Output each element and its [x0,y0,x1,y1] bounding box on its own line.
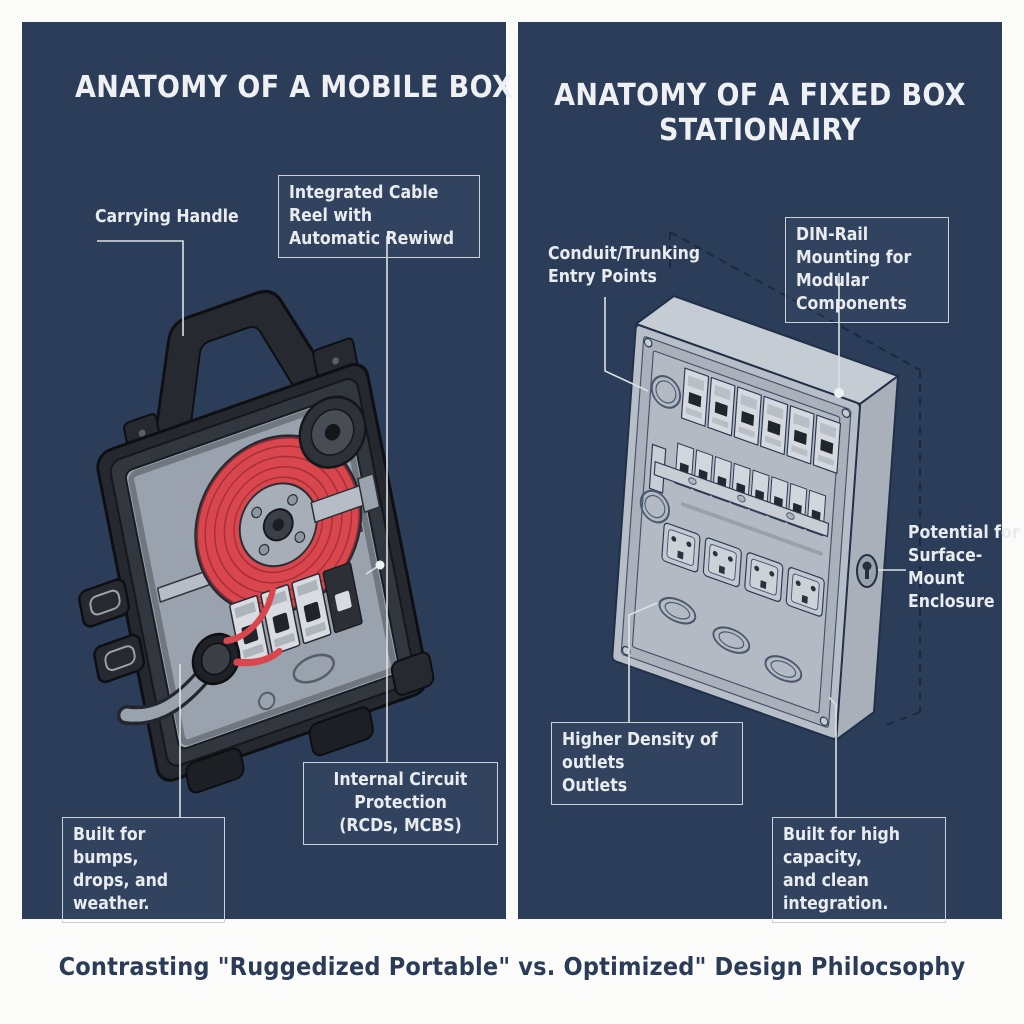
label-conduit: Conduit/Trunking Entry Points [548,244,701,288]
label-capacity: Built for high capacity, and clean integ… [772,817,946,924]
label-circuit-protection: Internal Circuit Protection (RCDs, MCBS) [303,762,498,846]
label-din-rail: DIN-Rail Mounting for Modular Components [785,217,949,324]
bottom-caption: Contrasting "Ruggedized Portable" vs. Op… [58,952,966,981]
right-panel-title: ANATOMY OF A FIXED BOX STATIONAIRY [554,78,966,149]
label-outlets: Higher Density of outlets Outlets [551,722,743,806]
label-carrying-handle: Carrying Handle [95,207,239,227]
label-durability: Built for bumps, drops, and weather. [62,817,225,924]
left-panel-title: ANATOMY OF A MOBILE BOX [75,70,514,105]
label-surface-mount: Potential for Surface-Mount Enclosure [908,523,1020,613]
label-cable-reel: Integrated Cable Reel with Automatic Rew… [278,175,480,259]
